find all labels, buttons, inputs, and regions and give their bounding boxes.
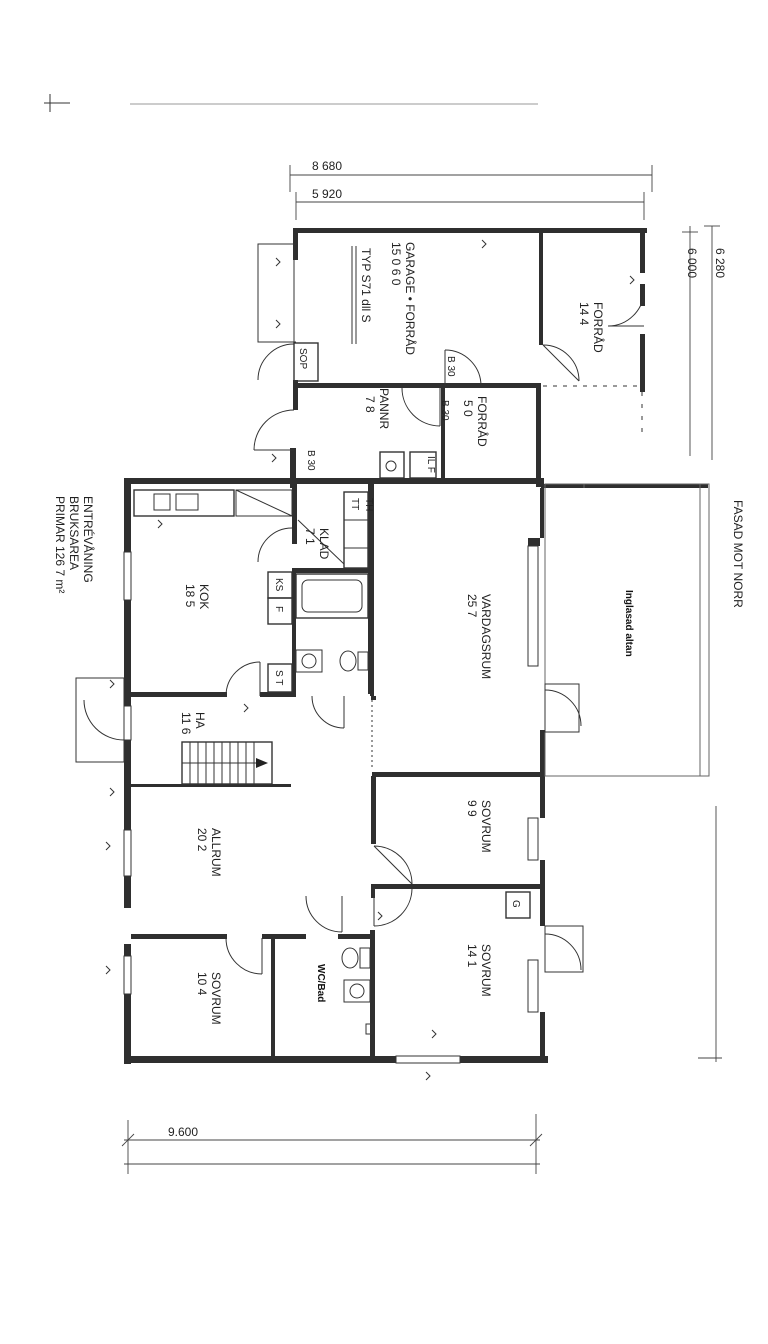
sovrum3-area: 10 4 xyxy=(195,972,209,996)
boiler xyxy=(379,451,405,479)
sovrum1-name: SOVRUM xyxy=(479,800,493,853)
glazed-veranda xyxy=(544,483,710,777)
klad-shelves xyxy=(297,491,369,569)
door-arc xyxy=(253,409,295,451)
allrum-name: ALLRUM xyxy=(209,828,223,877)
svg-text:8 680: 8 680 xyxy=(312,159,342,173)
vardagsrum-area: 25 7 xyxy=(465,594,479,618)
svg-text:5 920: 5 920 xyxy=(312,187,342,201)
sovrum2-name: SOVRUM xyxy=(479,944,493,997)
dimension-6280: 6 280 xyxy=(704,225,727,460)
door-arc xyxy=(607,289,645,327)
svg-text:9.600: 9.600 xyxy=(168,1125,198,1139)
allrum-area: 20 2 xyxy=(195,828,209,852)
sop-box xyxy=(293,342,319,382)
facade-label: FASAD MOT NORR xyxy=(731,500,745,608)
g-label: G xyxy=(510,900,521,908)
forrad-small-name: FORRÅD xyxy=(475,396,490,447)
th-label: TH xyxy=(363,498,374,511)
svg-text:BRUKSAREA: BRUKSAREA xyxy=(67,496,81,570)
dimension-9600: 9.600 xyxy=(121,1114,543,1174)
dimension-8680: 8 680 xyxy=(289,159,653,192)
garage-name: GARAGE • FORRÅD xyxy=(403,242,418,355)
sovrum1-area: 9 9 xyxy=(465,800,479,817)
door-arc xyxy=(225,661,261,697)
hall-name: HA xyxy=(193,712,207,729)
sovrum3-name: SOVRUM xyxy=(209,972,223,1025)
door-arc xyxy=(305,895,343,933)
b30-label: B 30 xyxy=(305,450,316,471)
facade-extent-line xyxy=(698,806,722,1062)
door-arc xyxy=(444,349,482,387)
forrad-top-area: 14 4 xyxy=(577,302,591,326)
g-box xyxy=(505,891,531,919)
sop-label: SOP xyxy=(297,348,308,369)
kitchen-counter xyxy=(133,489,293,693)
door-arc xyxy=(311,695,345,729)
door-arc xyxy=(257,343,295,381)
f-label: F xyxy=(273,606,284,612)
bathtub xyxy=(295,573,369,619)
wc-fixtures xyxy=(341,947,373,1035)
altan-label: Inglasad altan xyxy=(623,590,634,657)
door-arc xyxy=(257,527,293,563)
kok-area: 18 5 xyxy=(183,584,197,608)
kok-name: KOK xyxy=(197,584,211,609)
il-f-label: IL F xyxy=(425,456,436,473)
garage-note: TYP S71 dll S xyxy=(359,248,373,322)
klad-name: KLAD xyxy=(317,528,331,560)
tt-label: TT xyxy=(349,498,360,510)
b30-label: B 30 xyxy=(439,400,450,421)
dimension-5920: 5 920 xyxy=(295,187,645,220)
veranda-door xyxy=(544,683,582,733)
svg-text:ENTRÉVÅNING: ENTRÉVÅNING xyxy=(81,496,96,583)
klad-area: 7 1 xyxy=(303,528,317,545)
area-info: ENTRÉVÅNING BRUKSAREA PRIMAR 126 7 m² xyxy=(53,496,96,593)
b30-label: B 30 xyxy=(445,356,456,377)
corner-mark xyxy=(44,94,538,112)
pannrum-area: 7 8 xyxy=(363,396,377,413)
hall-area: 11 6 xyxy=(179,712,193,735)
svg-text:6 280: 6 280 xyxy=(713,248,727,278)
door-arc xyxy=(373,887,413,927)
orientation-ticks xyxy=(105,239,635,1081)
windows xyxy=(123,545,539,1064)
vardagsrum-name: VARDAGSRUM xyxy=(479,594,493,679)
ks-label: KS xyxy=(273,578,284,592)
house-walls xyxy=(124,478,708,1064)
svg-text:6 000: 6 000 xyxy=(685,248,699,278)
bath-fixtures xyxy=(295,649,369,673)
door-arc xyxy=(542,344,580,382)
garage-area: 15 0 6 0 xyxy=(389,242,403,286)
sovrum2-area: 14 1 xyxy=(465,944,479,968)
bedroom-balcony xyxy=(544,925,584,973)
garage-hatch xyxy=(351,246,357,344)
st-label: S T xyxy=(273,670,284,685)
dimension-6000: 6 000 xyxy=(682,226,699,456)
door-arc xyxy=(401,387,441,427)
door-arc xyxy=(225,937,263,975)
entry-steps xyxy=(75,677,125,763)
door-arc xyxy=(373,845,413,885)
forrad-small-area: 5 0 xyxy=(461,400,475,417)
staircase xyxy=(181,741,273,785)
svg-text:PRIMAR 126 7 m²: PRIMAR 126 7 m² xyxy=(53,496,67,593)
garage-door xyxy=(257,243,296,343)
garage-walls xyxy=(290,228,647,488)
wc-name: WC/Bad xyxy=(315,964,326,1002)
pannrum-name: PANNR xyxy=(377,388,391,429)
forrad-top-name: FORRÅD xyxy=(591,302,606,353)
